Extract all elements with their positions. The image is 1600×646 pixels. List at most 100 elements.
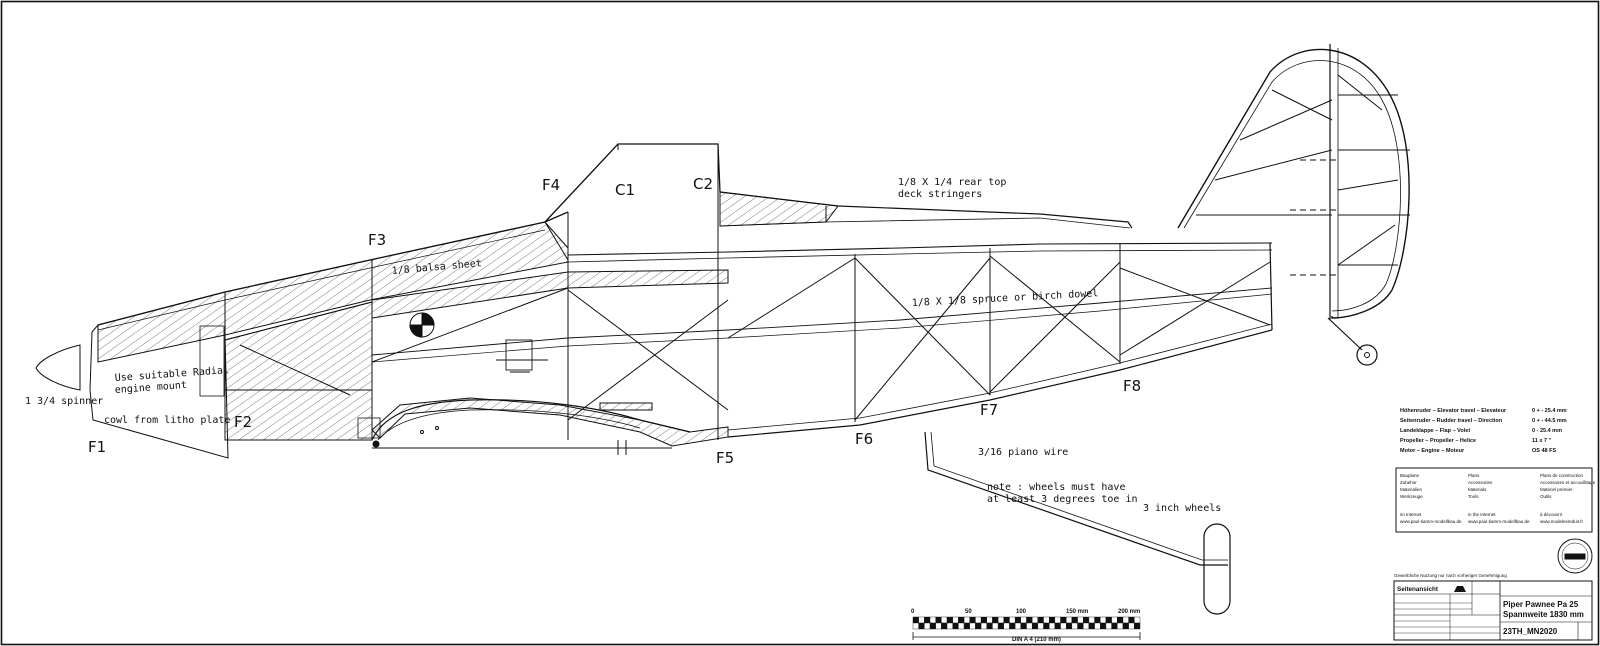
legend-en: Materials <box>1468 487 1487 492</box>
scale-cell <box>1037 616 1044 624</box>
scale-cell <box>1043 622 1050 630</box>
scale-cell <box>1111 622 1118 630</box>
rear-deck-top <box>719 191 1133 229</box>
scale-cell <box>980 616 987 624</box>
scale-cell <box>929 616 936 624</box>
scale-cell <box>1100 622 1107 630</box>
scale-cell <box>1083 616 1090 624</box>
spinner <box>35 344 81 391</box>
scale-cell <box>918 622 925 630</box>
wingspan: Spannweite 1830 mm <box>1503 610 1584 619</box>
legend-de: Bauplane <box>1400 473 1420 478</box>
scale-cell <box>1031 622 1039 630</box>
legend-de: Werkzeuge <box>1400 494 1423 499</box>
scale-cell <box>1105 622 1112 630</box>
scale-cell <box>1009 616 1016 624</box>
note-stringers-1: 1/8 X 1/4 rear top <box>898 177 1006 188</box>
scale-cell <box>992 616 999 624</box>
spec-value: OS 48 FS <box>1532 448 1556 454</box>
scale-tick: 200 mm <box>1118 609 1140 615</box>
legend-en: Accessories <box>1468 480 1493 485</box>
spec-label: Höhenruder – Elevator travel – Elevateur <box>1400 408 1507 414</box>
label-c1: C1 <box>615 181 635 199</box>
note-stringers-2: deck stringers <box>898 189 982 200</box>
usage-notice: Gewerbliche Nutzung nur nach vorheriger … <box>1394 573 1507 578</box>
legend-web-label: im Internet <box>1400 512 1422 517</box>
fuselage <box>35 143 1273 459</box>
scale-cell <box>1100 616 1107 624</box>
scale-cell <box>1134 622 1141 630</box>
scale-cell <box>986 616 993 624</box>
scale-cell <box>946 616 953 624</box>
label-f4: F4 <box>542 176 560 194</box>
servo-box <box>505 339 533 371</box>
label-f5: F5 <box>716 449 734 467</box>
scale-tick: 50 <box>965 609 972 615</box>
tail-wheel <box>1356 344 1378 366</box>
scale-cell <box>1014 616 1022 624</box>
note-mount-2: engine mount <box>114 380 187 396</box>
scale-cell <box>992 622 999 630</box>
title-block: Gewerbliche Nutzung nur nach vorheriger … <box>1393 573 1593 641</box>
note-toe-2: at least 3 degrees toe in <box>987 494 1138 505</box>
spec-table: Höhenruder – Elevator travel – Elevateur… <box>1400 408 1567 454</box>
scale-cell <box>1026 616 1033 624</box>
scale-cell <box>1054 616 1061 624</box>
note-wheels: 3 inch wheels <box>1143 503 1221 514</box>
scale-cell <box>997 622 1005 630</box>
scale-cell <box>986 622 993 630</box>
label-c2: C2 <box>693 175 713 193</box>
scale-cell <box>941 616 948 624</box>
scale-cell <box>1117 622 1124 630</box>
legend-web-url: www.paul-tiamm-modellbau.de <box>1468 519 1530 524</box>
scale-cell <box>1094 616 1101 624</box>
scale-cell <box>958 616 965 624</box>
scale-tick: 100 <box>1016 609 1027 615</box>
scale-cell <box>1037 622 1044 630</box>
spec-label: Propeller – Propeller – Helice <box>1400 438 1476 444</box>
scale-cell <box>1066 622 1073 630</box>
scale-cell <box>1134 616 1141 624</box>
scale-cell <box>1111 616 1118 624</box>
scale-cell <box>963 622 970 630</box>
scale-cell <box>963 616 970 624</box>
spec-value: 0 + - 44.5 mm <box>1532 418 1567 424</box>
scale-cell <box>1014 622 1022 630</box>
scale-cell <box>952 622 959 630</box>
seal-stamp <box>1557 538 1593 574</box>
legend-web-label: in the Internet <box>1468 512 1496 517</box>
label-f1: F1 <box>88 438 106 456</box>
scale-bar: 0 50 100 150 mm 200 mm DIN A 4 (210 mm) <box>911 609 1141 643</box>
scale-cell <box>1026 622 1033 630</box>
scale-cell <box>997 616 1005 624</box>
scale-cell <box>1088 622 1095 630</box>
spec-label: Landeklappe – Flap – Volet <box>1400 428 1470 434</box>
scale-cell <box>952 616 959 624</box>
scale-cell <box>912 622 919 630</box>
scale-cell <box>1071 622 1078 630</box>
belly-fairing <box>371 399 691 441</box>
legend-fr: Plans de construction <box>1540 473 1584 478</box>
scale-cell <box>980 622 987 630</box>
cabin-outline <box>544 143 721 223</box>
spec-label: Motor – Engine – Moteur <box>1400 448 1465 454</box>
legend-web-label: à découvrir <box>1540 512 1563 517</box>
label-f2: F2 <box>234 413 252 431</box>
scale-cell <box>935 622 942 630</box>
view-name: Seitenansicht <box>1397 586 1439 593</box>
scale-cell <box>924 616 931 624</box>
legend-en: Plans <box>1468 473 1480 478</box>
cowl <box>89 324 229 459</box>
note-cowl: cowl from litho plate <box>104 415 230 426</box>
scale-cell <box>918 616 925 624</box>
spec-value: 11 x 7 " <box>1532 438 1552 444</box>
scale-cell <box>946 622 953 630</box>
legend-fr: Accessoires et accouillitage <box>1540 480 1596 485</box>
spec-value: 0 + - 25.4 mm <box>1532 408 1567 414</box>
scale-cell <box>1128 622 1135 630</box>
scale-cell <box>1088 616 1095 624</box>
note-toe-1: note : wheels must have <box>987 482 1125 493</box>
scale-cell <box>1128 616 1135 624</box>
